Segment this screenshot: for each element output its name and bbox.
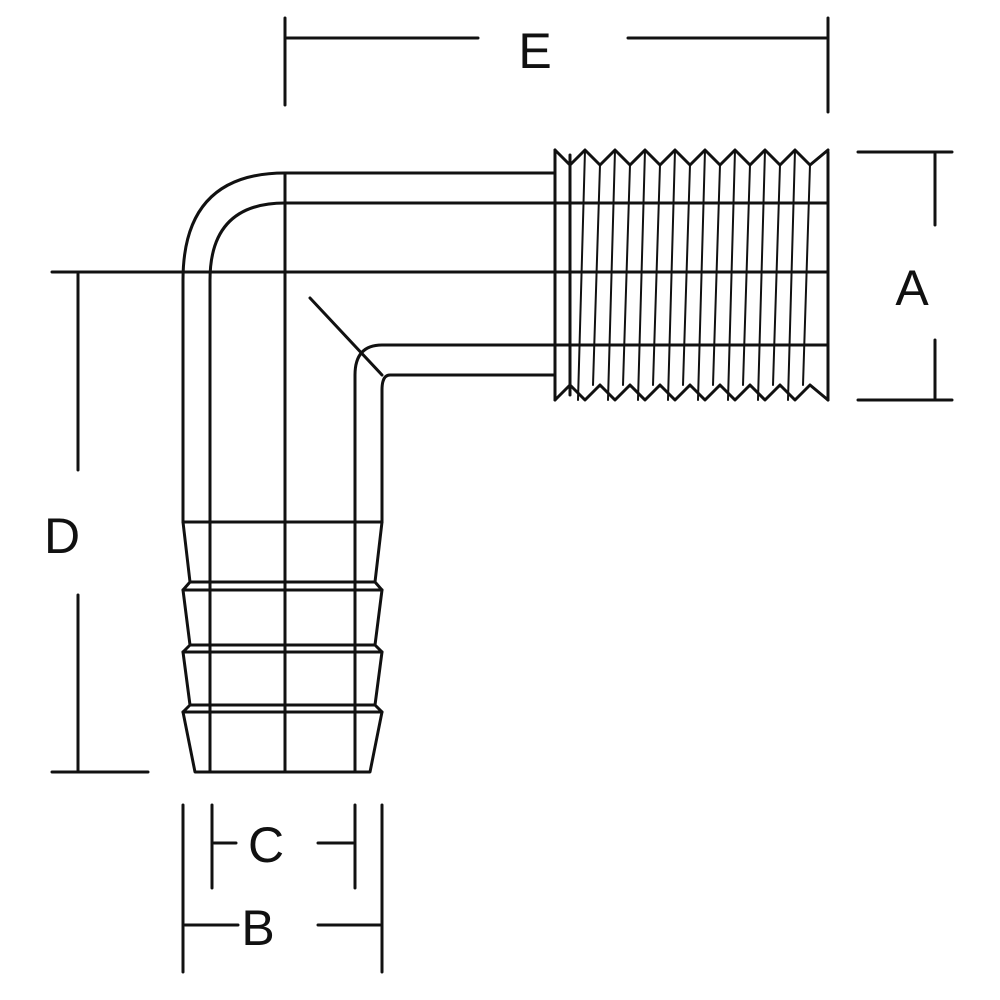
label-e: E: [518, 23, 551, 79]
dimension-a: [856, 150, 954, 402]
dimension-b: [181, 803, 384, 974]
dimension-d: [50, 270, 150, 774]
label-a: A: [895, 260, 929, 316]
hose-barb: [181, 520, 384, 774]
threaded-end: [553, 148, 830, 402]
label-d: D: [44, 508, 80, 564]
dimension-e: [283, 16, 830, 114]
label-b: B: [241, 900, 274, 956]
elbow-body: [146, 171, 557, 774]
label-c: C: [248, 817, 284, 873]
dimension-c: [210, 803, 357, 890]
